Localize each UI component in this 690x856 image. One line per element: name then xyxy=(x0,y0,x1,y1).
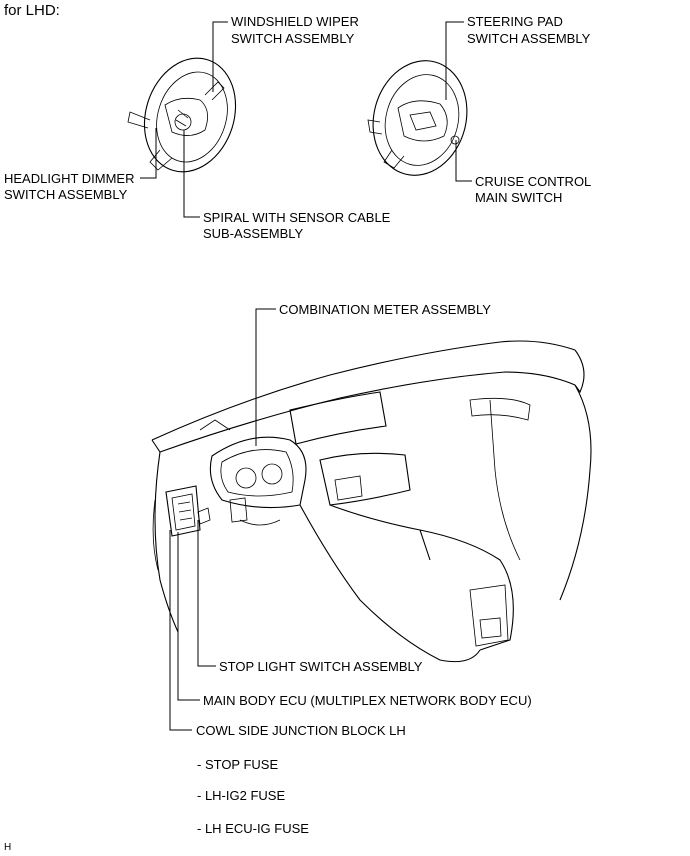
junction-block-label: COWL SIDE JUNCTION BLOCK LH xyxy=(196,723,406,738)
left-steering-wheel-illustration xyxy=(127,57,237,173)
steering-pad-label-line1: STEERING PAD xyxy=(467,14,563,29)
main-ecu-label: MAIN BODY ECU (MULTIPLEX NETWORK BODY EC… xyxy=(203,693,532,708)
wiper-label-line2: SWITCH ASSEMBLY xyxy=(231,31,355,46)
meter-label: COMBINATION METER ASSEMBLY xyxy=(279,302,491,317)
spiral-label-line2: SUB-ASSEMBLY xyxy=(203,226,304,241)
page-title: for LHD: xyxy=(4,2,60,19)
cruise-label-line1: CRUISE CONTROL xyxy=(475,174,592,189)
dashboard-illustration xyxy=(151,340,592,663)
fuse-item: - STOP FUSE xyxy=(197,757,279,772)
leader-lines xyxy=(140,21,472,731)
figure-code: H xyxy=(4,842,12,853)
steering-pad-label-line2: SWITCH ASSEMBLY xyxy=(467,31,591,46)
fuse-item: - LH-IG2 FUSE xyxy=(197,788,286,803)
right-steering-wheel-illustration xyxy=(367,60,468,176)
spiral-label-line1: SPIRAL WITH SENSOR CABLE xyxy=(203,210,391,225)
stop-switch-label: STOP LIGHT SWITCH ASSEMBLY xyxy=(219,659,423,674)
headlight-label-line1: HEADLIGHT DIMMER xyxy=(4,171,135,186)
headlight-label-line2: SWITCH ASSEMBLY xyxy=(4,187,128,202)
cruise-label-line2: MAIN SWITCH xyxy=(475,190,563,205)
wiper-label-line1: WINDSHIELD WIPER xyxy=(231,14,359,29)
fuse-item: - LH ECU-IG FUSE xyxy=(197,821,309,836)
